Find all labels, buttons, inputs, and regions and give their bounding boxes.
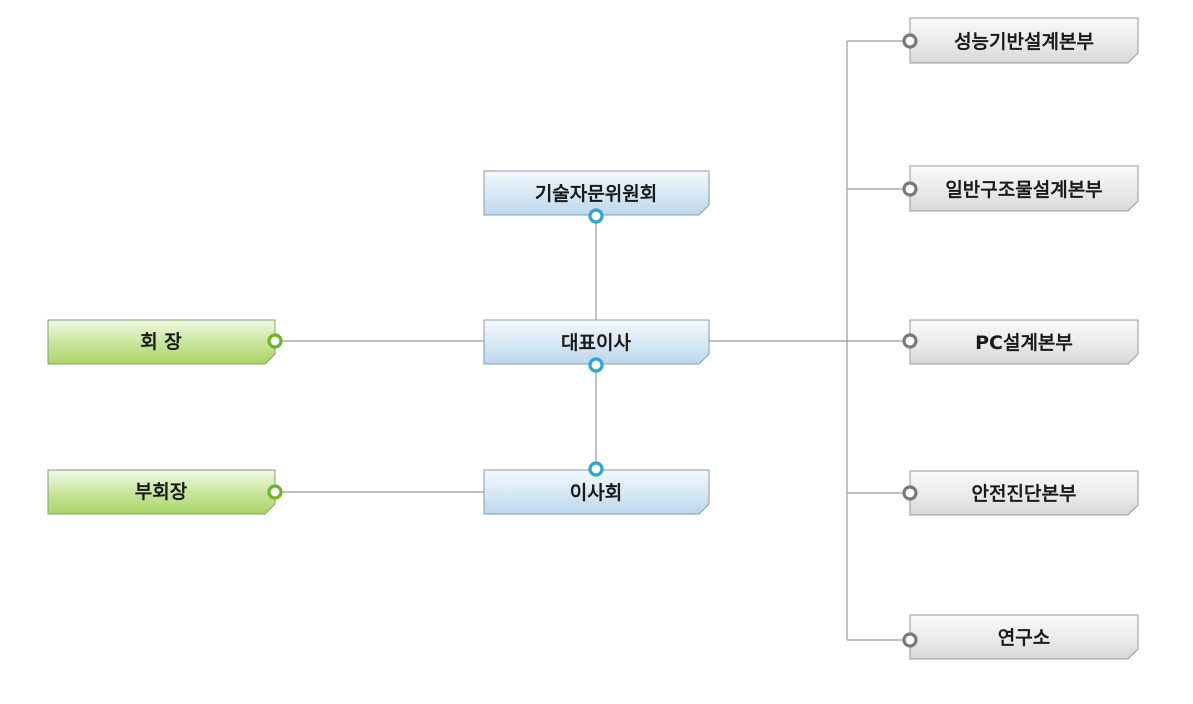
connector-lines [275, 40, 910, 641]
chairman-dot [267, 333, 283, 349]
ceo-box: 대표이사 [483, 319, 710, 365]
board-dot [588, 461, 604, 477]
advisory-dot [588, 208, 604, 224]
board-label: 이사회 [570, 482, 622, 504]
div-pc-label: PC설계본부 [975, 332, 1073, 354]
div-performance-box: 성능기반설계본부 [909, 17, 1139, 64]
div-safety-label: 안전진단본부 [972, 483, 1077, 505]
board-box: 이사회 [483, 469, 710, 515]
div-research-box: 연구소 [909, 614, 1139, 660]
vice-chairman-box: 부회장 [47, 469, 276, 515]
advisory-committee-box: 기술자문위원회 [483, 170, 710, 216]
connector-dots [267, 33, 918, 648]
chairman-label: 회 장 [140, 331, 182, 353]
vice-chairman-label: 부회장 [135, 481, 188, 503]
div-general-box: 일반구조물설계본부 [909, 165, 1139, 212]
div-pc-dot [902, 333, 918, 349]
div-general-dot [902, 181, 918, 197]
div-safety-dot [902, 485, 918, 501]
ceo-label: 대표이사 [561, 332, 631, 354]
div-research-label: 연구소 [998, 627, 1050, 649]
advisory-committee-label: 기술자문위원회 [535, 183, 657, 205]
div-performance-label: 성능기반설계본부 [954, 31, 1094, 53]
div-research-dot [902, 632, 918, 648]
div-performance-dot [902, 33, 918, 49]
div-safety-box: 안전진단본부 [909, 470, 1139, 516]
vice-chairman-dot [267, 484, 283, 500]
div-pc-box: PC설계본부 [909, 319, 1139, 365]
div-general-label: 일반구조물설계본부 [945, 179, 1102, 201]
ceo-dot [588, 357, 604, 373]
chairman-box: 회 장 [47, 319, 276, 365]
